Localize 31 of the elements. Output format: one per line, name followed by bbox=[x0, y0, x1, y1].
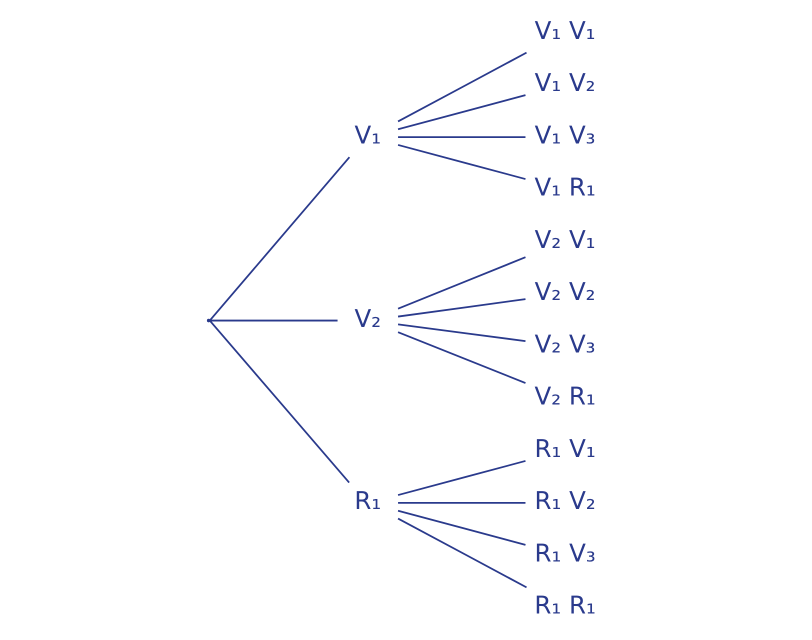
node-text: V₁ V₃ bbox=[534, 120, 596, 150]
connector bbox=[398, 298, 526, 318]
connector bbox=[398, 331, 526, 384]
node-text: V₁ V₂ bbox=[534, 68, 596, 98]
node-text: R₁ V₂ bbox=[534, 486, 596, 516]
node-text: R₁ V₃ bbox=[534, 538, 596, 568]
node-text: V₂ V₃ bbox=[534, 329, 596, 358]
connector bbox=[210, 320, 338, 322]
connector bbox=[398, 94, 526, 130]
node-text: R₁ bbox=[354, 486, 382, 516]
node-text: V₂ R₁ bbox=[534, 382, 596, 411]
node-text: V₁ V₁ bbox=[534, 16, 596, 45]
connector bbox=[398, 502, 526, 504]
node-text: V₂ V₁ bbox=[534, 224, 596, 254]
node-text: R₁ R₁ bbox=[534, 590, 596, 620]
node-point bbox=[206, 318, 210, 322]
node-text: V₁ R₁ bbox=[534, 172, 596, 202]
connector bbox=[398, 136, 526, 138]
connector bbox=[209, 156, 350, 321]
node-text: V₂ bbox=[354, 304, 381, 333]
node-text: V₁ bbox=[354, 120, 381, 150]
connector bbox=[209, 320, 350, 484]
connector bbox=[398, 324, 526, 342]
node-text: V₂ V₂ bbox=[534, 277, 596, 306]
connector bbox=[398, 52, 527, 122]
connector bbox=[398, 518, 527, 588]
connector bbox=[398, 256, 526, 310]
connector bbox=[398, 144, 526, 180]
connector bbox=[398, 460, 526, 496]
node-text: R₁ V₁ bbox=[534, 434, 596, 463]
connector bbox=[398, 510, 526, 546]
